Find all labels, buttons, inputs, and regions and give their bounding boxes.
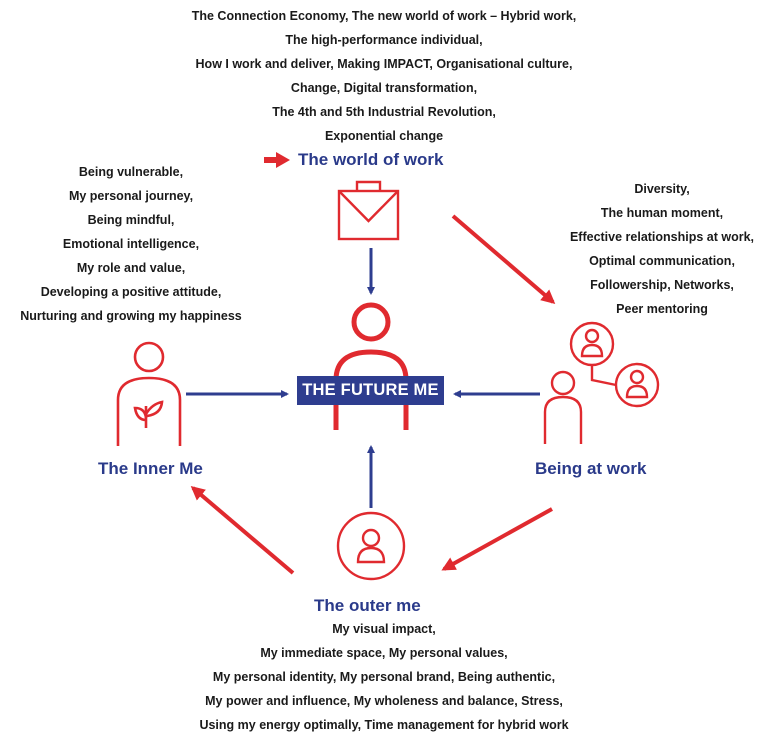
being-line: Effective relationships at work, (569, 230, 755, 244)
future-me-person-icon (333, 302, 409, 430)
outer-line: My visual impact, (332, 622, 436, 636)
arrow-work-to-being (451, 214, 556, 304)
world-of-work-label: The world of work (298, 150, 444, 169)
outer-me-text: My visual impact, My immediate space, My… (84, 617, 684, 737)
outer-me-label: The outer me (314, 596, 421, 615)
person-circle-icon (336, 511, 406, 581)
group-people-icon (543, 321, 660, 444)
inner-line: Developing a positive attitude, (40, 285, 222, 299)
outer-line: My immediate space, My personal values, (260, 646, 508, 660)
person-plant-icon (116, 341, 182, 446)
inner-line: My role and value, (76, 261, 186, 275)
world-line: The 4th and 5th Industrial Revolution, (272, 105, 496, 119)
world-of-work-text: The Connection Economy, The new world of… (84, 4, 684, 148)
arrow-being-to-outer (441, 507, 553, 571)
inner-line: My personal journey, (68, 189, 194, 203)
being-line: Optimal communication, (589, 254, 735, 268)
world-line: How I work and deliver, Making IMPACT, O… (195, 57, 573, 71)
being-at-work-label: Being at work (535, 459, 647, 478)
arrow-outer-to-inner (190, 486, 295, 575)
world-line: The high-performance individual, (285, 33, 483, 47)
world-line: The Connection Economy, The new world of… (191, 9, 577, 23)
future-me-box: THE FUTURE ME (297, 376, 444, 405)
being-line: Diversity, (634, 182, 690, 196)
inner-line: Nurturing and growing my happiness (20, 309, 242, 323)
briefcase-icon (337, 180, 400, 241)
world-line: Change, Digital transformation, (290, 81, 478, 95)
inner-line: Being mindful, (87, 213, 175, 227)
being-line: The human moment, (600, 206, 724, 220)
inner-line: Being vulnerable, (78, 165, 184, 179)
outer-line: My power and influence, My wholeness and… (205, 694, 563, 708)
world-line: Exponential change (324, 129, 444, 143)
outer-line: My personal identity, My personal brand,… (212, 670, 556, 684)
inner-line: Emotional intelligence, (62, 237, 200, 251)
outer-line: Using my energy optimally, Time manageme… (199, 718, 569, 732)
inner-me-label: The Inner Me (98, 459, 203, 478)
being-line: Peer mentoring (616, 302, 708, 316)
inner-me-text: Being vulnerable, My personal journey, B… (0, 160, 262, 328)
being-at-work-text: Diversity, The human moment, Effective r… (556, 177, 768, 321)
pointer-arrow-icon (264, 152, 290, 168)
being-line: Followership, Networks, (590, 278, 734, 292)
